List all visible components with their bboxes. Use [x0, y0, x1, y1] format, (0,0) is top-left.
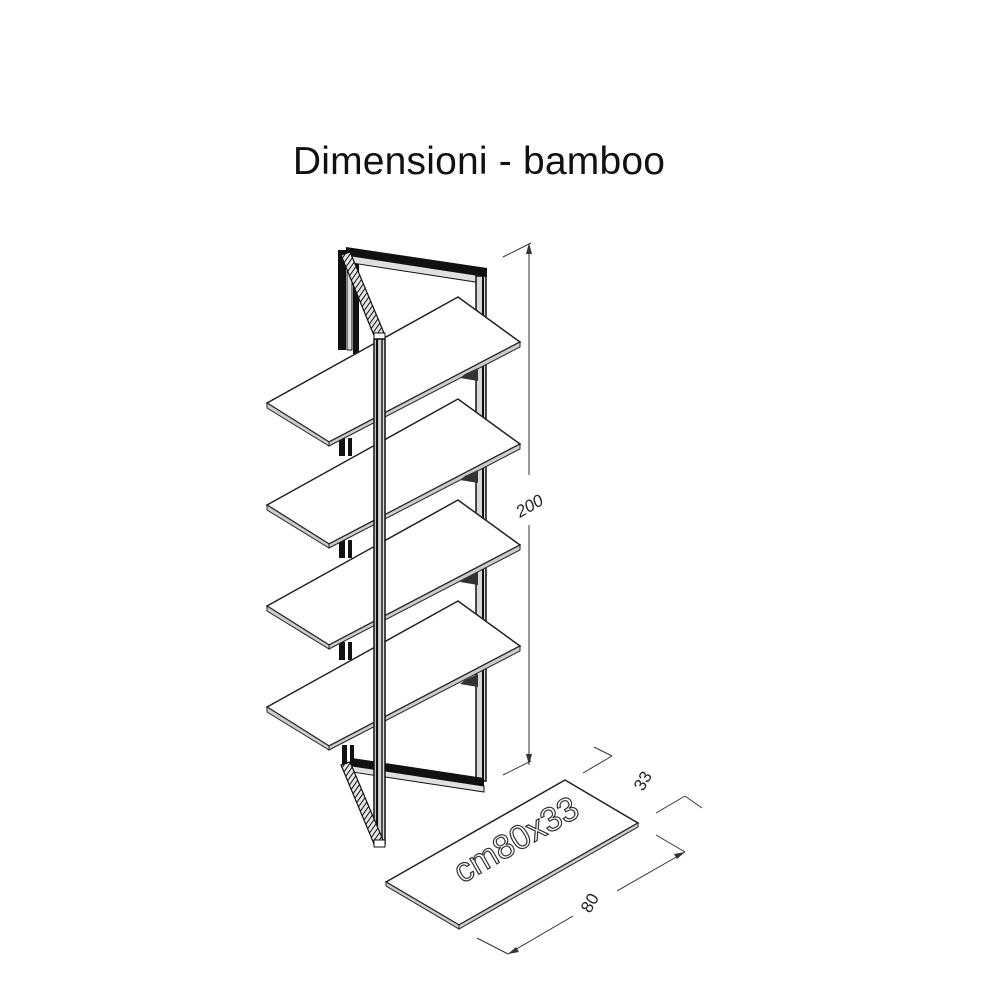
shelf-panel: cm80x33	[384, 779, 640, 930]
height-dimension: 200	[502, 242, 547, 776]
front-frame	[340, 251, 386, 848]
depth-value: 33	[630, 768, 656, 794]
height-value: 200	[512, 491, 547, 522]
width-value: 80	[577, 890, 603, 916]
page-title: Dimensioni - bamboo	[292, 140, 666, 183]
